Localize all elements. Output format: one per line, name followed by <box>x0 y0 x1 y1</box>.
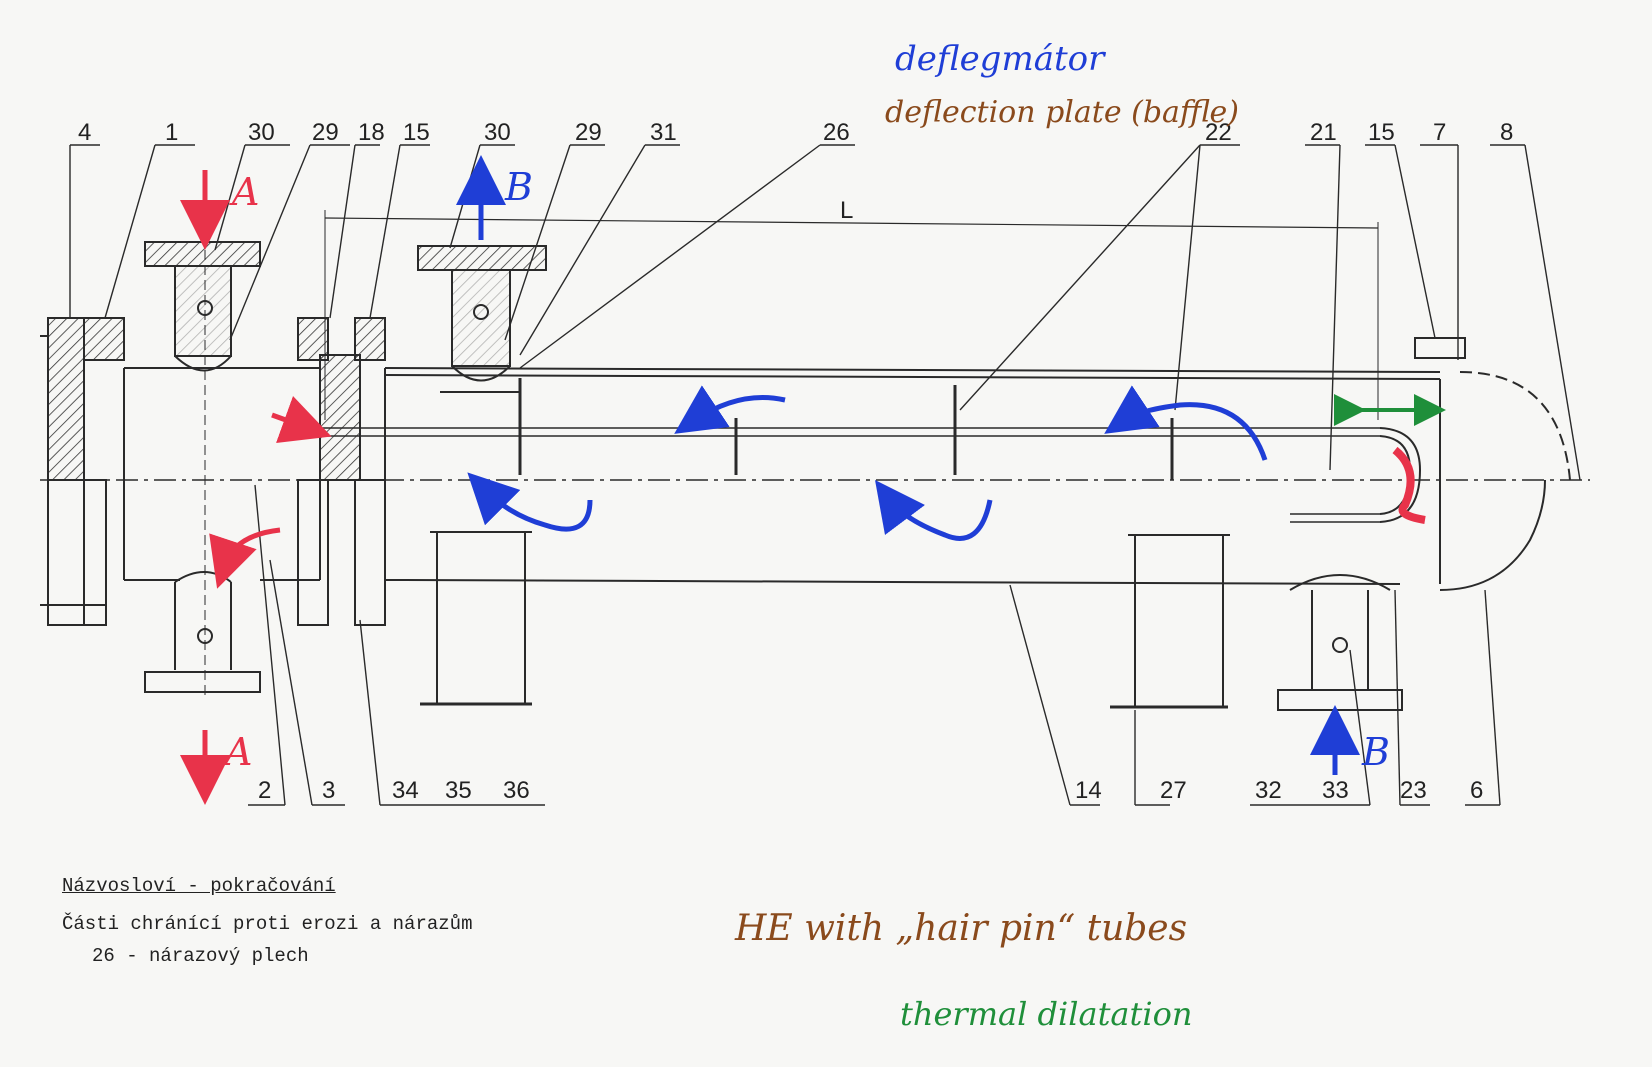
saddle-left <box>436 531 526 705</box>
label-21: 21 <box>1310 119 1337 146</box>
label-35: 35 <box>445 777 472 804</box>
label-29b: 29 <box>575 119 602 146</box>
label-22: 22 <box>1205 119 1232 146</box>
label-15a: 15 <box>403 119 430 146</box>
legend-item: 26 - nárazový plech <box>92 945 309 967</box>
annotation-thermal: thermal dilatation <box>900 995 1192 1033</box>
annotation-baffle: deflection plate (baffle) <box>885 95 1239 130</box>
flow-a-bottom: A <box>222 730 252 774</box>
label-4: 4 <box>78 119 91 146</box>
label-31: 31 <box>650 119 677 146</box>
annotation-deflegmator: deflegmátor <box>895 39 1106 79</box>
label-7: 7 <box>1433 119 1446 146</box>
legend: Názvosloví - pokračování Části chránící … <box>62 870 472 972</box>
label-36: 36 <box>503 777 530 804</box>
legend-heading: Názvosloví - pokračování <box>62 875 336 897</box>
shell-bottom <box>404 579 1401 585</box>
dimension-L <box>324 217 1379 229</box>
label-34: 34 <box>392 777 419 804</box>
label-3: 3 <box>322 777 335 804</box>
label-14: 14 <box>1075 777 1102 804</box>
label-2: 2 <box>258 777 271 804</box>
annotation-hairpin: HE with „hair pin“ tubes <box>734 908 1187 949</box>
shell-top <box>384 367 1441 373</box>
label-32: 32 <box>1255 777 1282 804</box>
label-23: 23 <box>1400 777 1427 804</box>
label-27: 27 <box>1160 777 1187 804</box>
flow-b-top: B <box>504 165 533 209</box>
label-26: 26 <box>823 119 850 146</box>
label-33: 33 <box>1322 777 1349 804</box>
label-8: 8 <box>1500 119 1513 146</box>
flow-b-bottom: B <box>1361 730 1390 774</box>
dimension-L-label: L <box>840 197 853 224</box>
legend-subheading: Části chránící proti erozi a nárazům <box>62 913 473 935</box>
label-15b: 15 <box>1368 119 1395 146</box>
label-18: 18 <box>358 119 385 146</box>
flow-a-top: A <box>229 170 259 214</box>
label-29a: 29 <box>312 119 339 146</box>
label-30a: 30 <box>248 119 275 146</box>
label-30b: 30 <box>484 119 511 146</box>
nozzle-a-top-flange <box>144 241 261 267</box>
saddle-right <box>1134 534 1224 708</box>
nozzle-b-top-flange <box>417 245 547 271</box>
label-6: 6 <box>1470 777 1483 804</box>
left-flange <box>47 317 85 481</box>
label-1: 1 <box>165 119 178 146</box>
